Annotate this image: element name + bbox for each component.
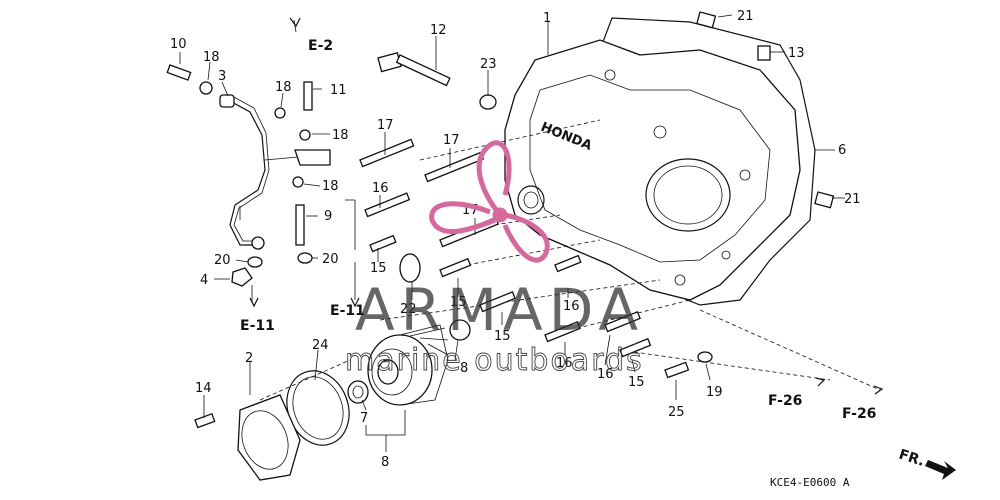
o-ring: [347, 380, 369, 404]
part-label-3: 3: [218, 69, 226, 84]
ref-e11-left: E-11: [240, 318, 275, 334]
part-label-13: 13: [788, 46, 805, 61]
part-label-16d: 16: [597, 367, 614, 382]
part-label-15d: 15: [628, 375, 645, 390]
watermark: ARMADA marine outboards: [345, 140, 644, 378]
front-direction-arrow: FR.: [897, 447, 956, 480]
reference-labels: E-2 E-11 E-11 F-26 F-26: [240, 38, 876, 422]
watermark-brand: ARMADA: [355, 276, 644, 344]
part-label-1: 1: [543, 11, 551, 26]
part-label-21b: 21: [844, 192, 861, 207]
part-label-18b: 18: [275, 80, 292, 95]
part-label-18c: 18: [332, 128, 349, 143]
oil-pipe: [219, 94, 331, 250]
part-label-16b: 16: [563, 299, 580, 314]
front-label: FR.: [897, 447, 927, 470]
ref-f26-left: F-26: [768, 393, 802, 409]
part-label-20b: 20: [322, 252, 339, 267]
part-label-15a: 15: [370, 261, 387, 276]
ref-arrows: [249, 17, 884, 395]
part-label-7: 7: [360, 411, 368, 426]
figure-code: KCE4-E0600 A: [770, 476, 850, 489]
part-label-5: 5: [536, 193, 544, 208]
part-label-14: 14: [195, 381, 212, 396]
part-label-18a: 18: [203, 50, 220, 65]
part-label-21a: 21: [737, 9, 754, 24]
part-label-16c: 16: [556, 356, 573, 371]
part-label-8a: 8: [460, 361, 468, 376]
part-label-4: 4: [200, 273, 208, 288]
part-label-12: 12: [430, 23, 447, 38]
part-label-2: 2: [245, 351, 253, 366]
part-label-25: 25: [668, 405, 685, 420]
part-label-8b: 8: [381, 455, 389, 470]
assembly-guide-lines: [259, 119, 881, 401]
leader-lines: [179, 14, 845, 452]
part-label-9: 9: [324, 209, 332, 224]
part-label-15b: 15: [450, 295, 467, 310]
part-label-17a: 17: [377, 118, 394, 133]
part-label-24: 24: [312, 338, 329, 353]
oil-filter: [367, 324, 449, 406]
part-number-labels: 1 2 3 4 5 6 7 8 8 9 10 11 12 13 14 15 15…: [170, 9, 861, 470]
ref-e2: E-2: [308, 38, 333, 54]
part-label-18d: 18: [322, 179, 339, 194]
ref-e11-right: E-11: [330, 303, 365, 319]
part-label-19: 19: [706, 385, 723, 400]
ref-f26-right: F-26: [842, 406, 876, 422]
part-label-16a: 16: [372, 181, 389, 196]
part-label-6: 6: [838, 143, 846, 158]
part-label-23: 23: [480, 57, 497, 72]
filter-cover: [237, 370, 350, 481]
part-label-22: 22: [400, 302, 417, 317]
part-label-20a: 20: [214, 253, 231, 268]
watermark-tagline: marine outboards: [345, 343, 644, 378]
part-label-17b: 17: [443, 133, 460, 148]
part-label-15c: 15: [494, 329, 511, 344]
propeller-logo-icon: [429, 140, 550, 263]
crankcase-cover: HONDA: [504, 17, 816, 306]
part-label-10: 10: [170, 37, 187, 52]
part-label-11: 11: [330, 83, 347, 98]
